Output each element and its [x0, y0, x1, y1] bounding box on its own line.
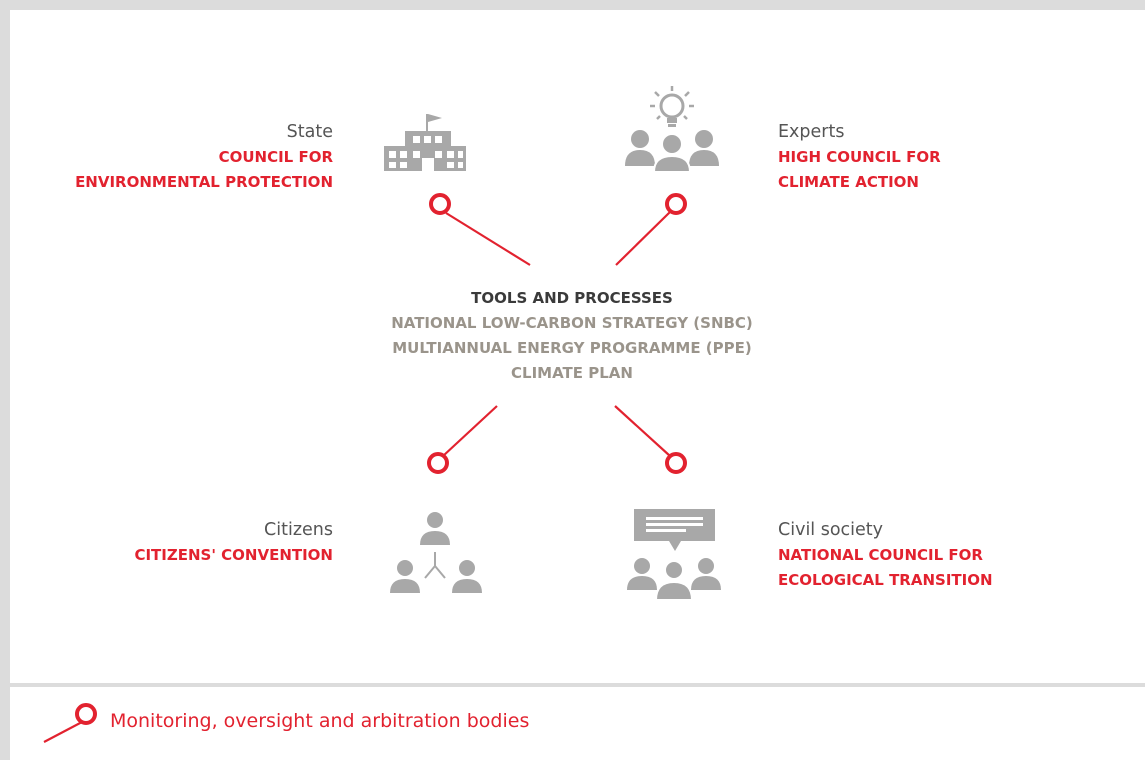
connector-citizens [427, 405, 498, 474]
tools-item-ppe: MULTIANNUAL ENERGY PROGRAMME (PPE) [392, 339, 752, 357]
pin-circle-state [429, 193, 451, 215]
connector-experts [615, 193, 687, 266]
pin-circle-experts [665, 193, 687, 215]
civil-society-role-label: Civil society [778, 520, 884, 540]
state-body-line-1: COUNCIL FOR [218, 148, 333, 166]
connector-state [429, 193, 531, 266]
node-civil-society: Civil society NATIONAL COUNCIL FOR ECOLO… [778, 518, 993, 593]
connector-line-state [445, 212, 531, 266]
speech-bubble-group-icon [627, 509, 721, 601]
node-state: State COUNCIL FOR ENVIRONMENTAL PROTECTI… [75, 120, 333, 195]
lightbulb-group-icon [625, 86, 719, 173]
citizens-role-label: Citizens [264, 520, 333, 540]
pin-circle-civil-society [665, 452, 687, 474]
connector-line-civil-society [614, 405, 671, 457]
legend-divider [10, 683, 1145, 687]
legend-label: Monitoring, oversight and arbitration bo… [110, 710, 530, 732]
civil-society-body-line-1: NATIONAL COUNCIL FOR [778, 546, 983, 564]
experts-body-line-2: CLIMATE ACTION [778, 173, 919, 191]
state-body-line-2: ENVIRONMENTAL PROTECTION [75, 173, 333, 191]
tools-item-climate-plan: CLIMATE PLAN [511, 364, 633, 382]
connector-civil-society [614, 405, 687, 474]
citizens-body-line-1: CITIZENS' CONVENTION [134, 546, 333, 564]
people-network-icon [390, 512, 482, 593]
state-role-label: State [286, 122, 333, 142]
tools-title: TOOLS AND PROCESSES [471, 289, 673, 307]
government-building-icon [384, 114, 466, 171]
pin-circle-citizens [427, 452, 449, 474]
tools-item-snbc: NATIONAL LOW-CARBON STRATEGY (SNBC) [391, 314, 753, 332]
experts-body-line-1: HIGH COUNCIL FOR [778, 148, 941, 166]
frame-border-left [0, 0, 10, 760]
center-tools: TOOLS AND PROCESSES NATIONAL LOW-CARBON … [358, 286, 786, 386]
node-experts: Experts HIGH COUNCIL FOR CLIMATE ACTION [778, 120, 941, 195]
magnifier-pin-icon [43, 703, 97, 743]
connector-line-experts [615, 211, 671, 266]
connector-line-citizens [442, 405, 498, 457]
civil-society-body-line-2: ECOLOGICAL TRANSITION [778, 571, 993, 589]
experts-role-label: Experts [778, 122, 845, 142]
node-citizens: Citizens CITIZENS' CONVENTION [134, 518, 333, 568]
frame-border-top [0, 0, 1145, 10]
